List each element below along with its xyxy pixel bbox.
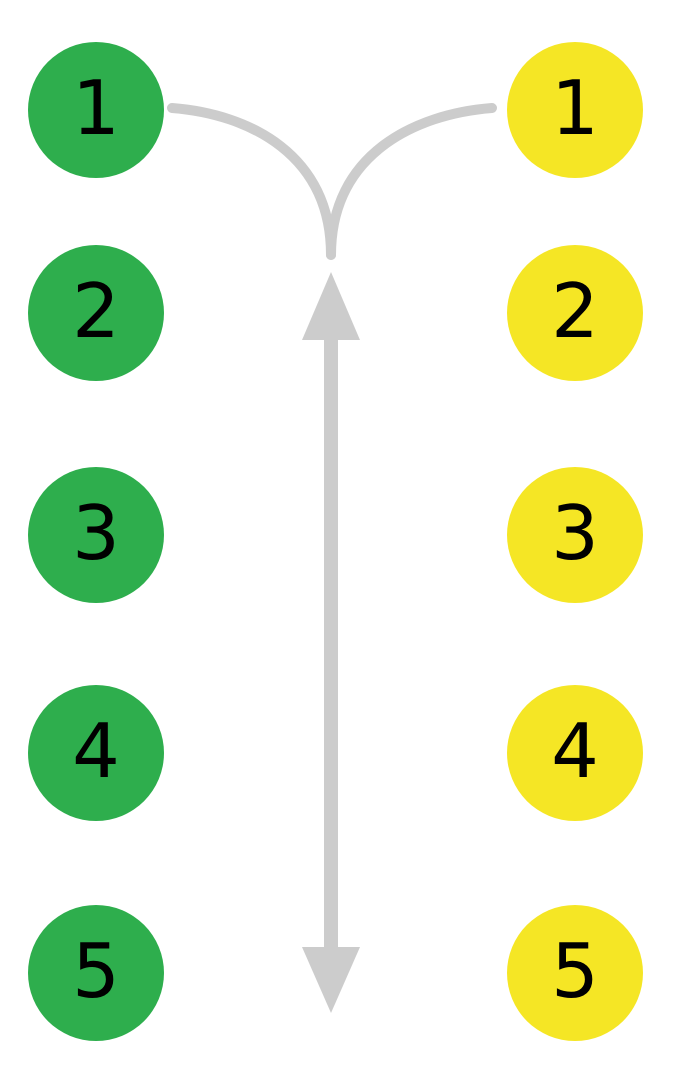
node-label: 4 — [551, 706, 599, 795]
arrowhead-down-icon — [302, 947, 360, 1013]
node-label: 1 — [551, 63, 599, 152]
node-label: 1 — [72, 63, 120, 152]
arrowhead-up-icon — [302, 272, 360, 340]
right-node-3: 3 — [507, 467, 643, 603]
node-label: 3 — [551, 488, 599, 577]
left-node-1: 1 — [28, 42, 164, 178]
right-node-1: 1 — [507, 42, 643, 178]
left-node-2: 2 — [28, 245, 164, 381]
node-label: 4 — [72, 706, 120, 795]
left-node-5: 5 — [28, 905, 164, 1041]
node-label: 2 — [72, 266, 120, 355]
right-node-5: 5 — [507, 905, 643, 1041]
right-merge-curve — [326, 103, 497, 260]
left-node-3: 3 — [28, 467, 164, 603]
left-merge-curve — [167, 103, 336, 260]
node-label: 3 — [72, 488, 120, 577]
node-label: 5 — [551, 926, 599, 1015]
node-label: 2 — [551, 266, 599, 355]
right-node-4: 4 — [507, 685, 643, 821]
left-node-4: 4 — [28, 685, 164, 821]
node-label: 5 — [72, 926, 120, 1015]
right-node-2: 2 — [507, 245, 643, 381]
